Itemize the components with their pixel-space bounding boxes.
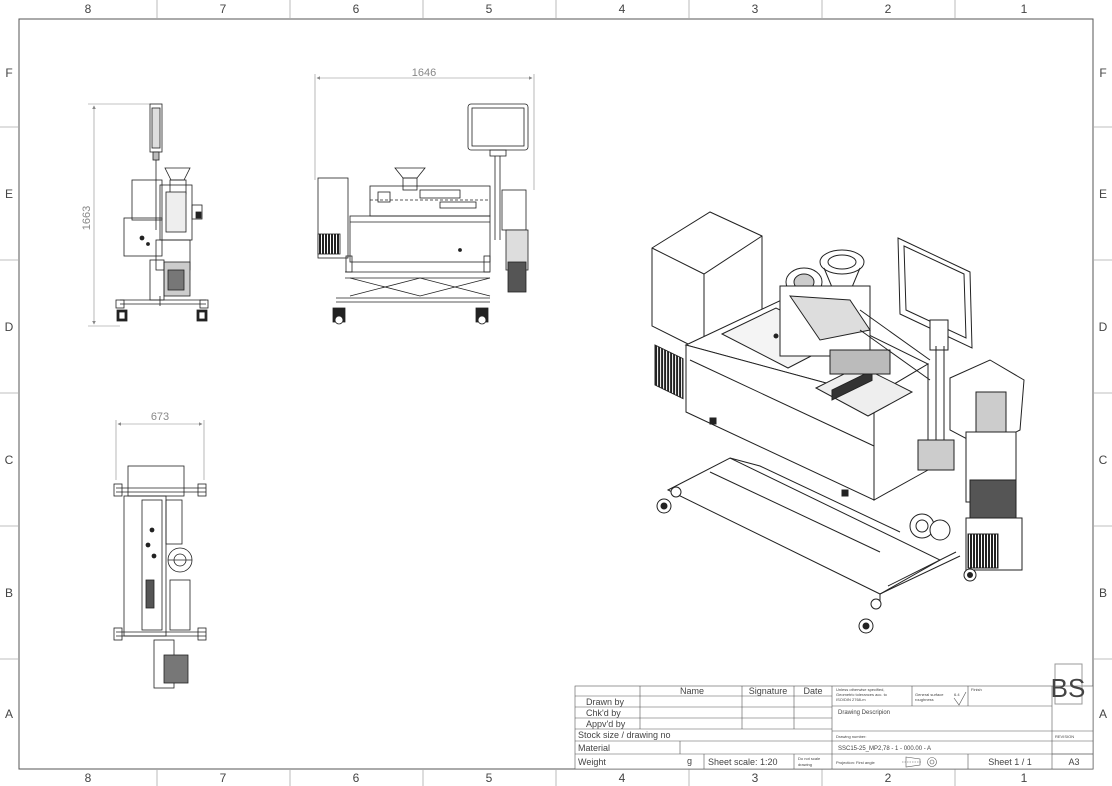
col-date: Date	[803, 686, 822, 696]
weight-label: Weight	[578, 757, 606, 767]
appvd-by-label: Appv'd by	[586, 719, 626, 729]
first-angle-projection-icon	[902, 756, 937, 768]
zone-row-e-right: E	[1099, 187, 1107, 201]
zone-col-7: 7	[220, 2, 227, 16]
isometric-view	[651, 211, 1025, 634]
roughness-symbol-icon	[953, 691, 967, 706]
top-view	[113, 420, 207, 689]
drawn-by-label: Drawn by	[586, 697, 625, 707]
zone-row-d-right: D	[1099, 320, 1108, 334]
tolerance-line-1: Unless otherwise specified,	[836, 687, 884, 692]
finish-label: Finish	[971, 687, 982, 692]
col-signature: Signature	[749, 686, 788, 696]
dimension-top-width	[115, 420, 205, 480]
zone-row-f-right: F	[1099, 66, 1106, 80]
revision-label: REVISION	[1055, 734, 1074, 739]
zone-labels-bottom: 8 7 6 5 4 3 2 1	[85, 771, 1028, 785]
zone-col-8: 8	[85, 2, 92, 16]
weight-unit: g	[687, 756, 692, 766]
zone-col-1-bottom: 1	[1021, 771, 1028, 785]
zone-row-e: E	[5, 187, 13, 201]
col-name: Name	[680, 686, 704, 696]
do-not-scale-2: drawing	[798, 762, 812, 767]
zone-labels-right: F E D C B A	[1099, 66, 1108, 721]
zone-row-c: C	[5, 453, 14, 467]
title-block	[574, 685, 1094, 770]
dimension-width-label: 1646	[412, 67, 436, 79]
front-view	[314, 74, 535, 325]
zone-labels-top: 8 7 6 5 4 3 2 1	[85, 2, 1028, 16]
tolerance-line-3: ISO/DIN 2768-m	[836, 697, 866, 702]
zone-col-3-bottom: 3	[752, 771, 759, 785]
surface-value: 6.4	[954, 692, 960, 697]
tolerance-line-2: Geometric tolerances acc. to	[836, 692, 888, 697]
zone-col-2-bottom: 2	[885, 771, 892, 785]
company-logo: BS	[1051, 663, 1086, 705]
zone-row-b-right: B	[1099, 586, 1107, 600]
zone-col-3: 3	[752, 2, 759, 16]
side-view	[88, 103, 209, 327]
zone-col-1: 1	[1021, 2, 1028, 16]
zone-row-b: B	[5, 586, 13, 600]
sheet-size: A3	[1068, 757, 1079, 767]
dimension-height-label: 1663	[81, 206, 93, 230]
zone-labels-left: F E D C B A	[5, 66, 14, 721]
zone-row-f: F	[5, 66, 12, 80]
zone-row-a-right: A	[1099, 707, 1107, 721]
zone-col-8-bottom: 8	[85, 771, 92, 785]
zone-row-a: A	[5, 707, 13, 721]
sheet-number: Sheet 1 / 1	[988, 757, 1032, 767]
do-not-scale-1: Do not scale	[798, 756, 821, 761]
zone-row-d: D	[5, 320, 14, 334]
material-label: Material	[578, 743, 610, 753]
zone-col-6: 6	[353, 2, 360, 16]
drawing-number-label: Drawing number:	[836, 734, 866, 739]
zone-col-4-bottom: 4	[619, 771, 626, 785]
surface-line-2: roughness	[915, 697, 934, 702]
projection-label: Projection: First angle	[836, 760, 875, 765]
title-block-text: Name Signature Date Drawn by Chk'd by Ap…	[578, 686, 1080, 768]
zone-row-c-right: C	[1099, 453, 1108, 467]
zone-col-6-bottom: 6	[353, 771, 360, 785]
sheet-scale: Sheet scale: 1:20	[708, 757, 778, 767]
zone-col-7-bottom: 7	[220, 771, 227, 785]
chkd-by-label: Chk'd by	[586, 708, 621, 718]
drawing-number: SSC15-25_MP2,78 - 1 - 000.00 - A	[838, 746, 931, 752]
surface-line-1: General surface	[915, 692, 944, 697]
dimension-top-width-label: 673	[151, 411, 169, 423]
drawing-description: Drawing Descripion	[838, 710, 890, 716]
zone-col-5-bottom: 5	[486, 771, 493, 785]
stock-size-label: Stock size / drawing no	[578, 730, 671, 740]
zone-col-4: 4	[619, 2, 626, 16]
zone-col-5: 5	[486, 2, 493, 16]
logo-text: BS	[1051, 673, 1086, 703]
zone-col-2: 2	[885, 2, 892, 16]
dimension-width	[314, 74, 535, 190]
dimension-height	[88, 103, 150, 327]
